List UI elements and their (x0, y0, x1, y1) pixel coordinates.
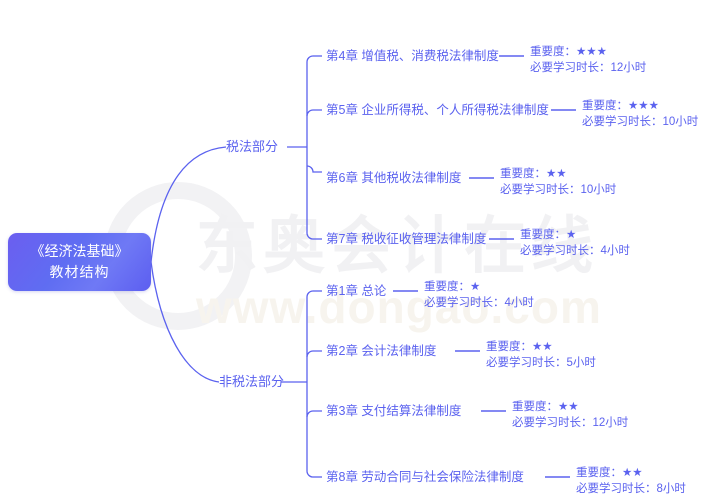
duration-value-ch1: 4小时 (504, 297, 534, 309)
importance-row-ch5: 重要度：★★★ (582, 98, 698, 114)
importance-stars-ch6: ★★ (546, 168, 567, 180)
detail-block-ch8: 重要度：★★ 必要学习时长：8小时 (576, 465, 686, 497)
duration-value-ch5: 10小时 (662, 116, 699, 128)
edge-root-to-nontax (150, 261, 220, 383)
duration-value-ch3: 12小时 (592, 417, 629, 429)
edge-nontax-child-2 (306, 350, 322, 358)
detail-block-ch3: 重要度：★★ 必要学习时长：12小时 (512, 399, 628, 431)
duration-value-ch7: 4小时 (600, 245, 630, 257)
duration-label-ch1: 必要学习时长： (424, 297, 505, 309)
detail-block-ch4: 重要度：★★★ 必要学习时长：12小时 (530, 44, 646, 76)
importance-row-ch4: 重要度：★★★ (530, 44, 646, 60)
duration-label-ch5: 必要学习时长： (582, 116, 663, 128)
duration-label-ch8: 必要学习时长： (576, 483, 657, 495)
importance-stars-ch5: ★★★ (628, 100, 659, 112)
importance-stars-ch1: ★ (470, 281, 481, 293)
duration-label-ch6: 必要学习时长： (500, 184, 581, 196)
edge-nontax-spine-bottom-corner (306, 470, 314, 478)
importance-label-ch7: 重要度： (520, 229, 566, 241)
duration-row-ch2: 必要学习时长：5小时 (486, 355, 596, 371)
edge-tax-child-2 (306, 109, 322, 117)
chapter-label-ch2[interactable]: 第2章 会计法律制度 (326, 344, 437, 358)
duration-row-ch7: 必要学习时长：4小时 (520, 243, 630, 259)
duration-value-ch4: 12小时 (610, 62, 647, 74)
importance-label-ch2: 重要度： (486, 341, 532, 353)
detail-block-ch5: 重要度：★★★ 必要学习时长：10小时 (582, 98, 698, 130)
duration-label-ch3: 必要学习时长： (512, 417, 593, 429)
importance-row-ch1: 重要度：★ (424, 279, 534, 295)
importance-stars-ch4: ★★★ (576, 46, 607, 58)
importance-label-ch4: 重要度： (530, 46, 576, 58)
edge-tax-spine-top-corner (306, 55, 314, 63)
chapter-label-ch8[interactable]: 第8章 劳动合同与社会保险法律制度 (326, 470, 524, 484)
importance-stars-ch2: ★★ (532, 341, 553, 353)
chapter-label-ch5[interactable]: 第5章 企业所得税、个人所得税法律制度 (326, 103, 549, 117)
importance-label-ch6: 重要度： (500, 168, 546, 180)
chapter-label-ch7[interactable]: 第7章 税收征收管理法律制度 (326, 232, 487, 246)
importance-label-ch1: 重要度： (424, 281, 470, 293)
edge-nontax-child-3 (306, 410, 322, 418)
importance-row-ch2: 重要度：★★ (486, 339, 596, 355)
importance-row-ch7: 重要度：★ (520, 227, 630, 243)
importance-label-ch3: 重要度： (512, 401, 558, 413)
edge-root-to-tax (150, 146, 227, 263)
importance-row-ch3: 重要度：★★ (512, 399, 628, 415)
importance-label-ch8: 重要度： (576, 467, 622, 479)
chapter-label-ch4[interactable]: 第4章 增值税、消费税法律制度 (326, 49, 499, 63)
duration-row-ch1: 必要学习时长：4小时 (424, 295, 534, 311)
duration-label-ch7: 必要学习时长： (520, 245, 601, 257)
chapter-label-ch6[interactable]: 第6章 其他税收法律制度 (326, 171, 462, 185)
importance-row-ch8: 重要度：★★ (576, 465, 686, 481)
importance-stars-ch8: ★★ (622, 467, 643, 479)
duration-label-ch4: 必要学习时长： (530, 62, 611, 74)
chapter-label-ch1[interactable]: 第1章 总论 (326, 284, 387, 298)
duration-row-ch4: 必要学习时长：12小时 (530, 60, 646, 76)
duration-row-ch6: 必要学习时长：10小时 (500, 182, 616, 198)
branch-label-tax[interactable]: 税法部分 (226, 139, 279, 154)
root-node[interactable]: 《经济法基础》 教材结构 (8, 233, 151, 291)
importance-stars-ch3: ★★ (558, 401, 579, 413)
duration-row-ch3: 必要学习时长：12小时 (512, 415, 628, 431)
chapter-label-ch3[interactable]: 第3章 支付结算法律制度 (326, 404, 462, 418)
importance-stars-ch7: ★ (566, 229, 577, 241)
importance-label-ch5: 重要度： (582, 100, 628, 112)
duration-value-ch2: 5小时 (566, 357, 596, 369)
duration-row-ch5: 必要学习时长：10小时 (582, 114, 698, 130)
duration-label-ch2: 必要学习时长： (486, 357, 567, 369)
duration-row-ch8: 必要学习时长：8小时 (576, 481, 686, 497)
root-node-title-line2: 教材结构 (49, 264, 110, 280)
detail-block-ch6: 重要度：★★ 必要学习时长：10小时 (500, 166, 616, 198)
edge-nontax-spine-top-corner (306, 290, 314, 298)
duration-value-ch8: 8小时 (656, 483, 686, 495)
edge-tax-child-3 (306, 165, 322, 173)
importance-row-ch6: 重要度：★★ (500, 166, 616, 182)
detail-block-ch2: 重要度：★★ 必要学习时长：5小时 (486, 339, 596, 371)
root-node-title-line1: 《经济法基础》 (30, 243, 129, 259)
duration-value-ch6: 10小时 (580, 184, 617, 196)
edge-tax-spine-bottom-corner (306, 232, 314, 240)
branch-label-nontax[interactable]: 非税法部分 (219, 374, 285, 389)
detail-block-ch7: 重要度：★ 必要学习时长：4小时 (520, 227, 630, 259)
detail-block-ch1: 重要度：★ 必要学习时长：4小时 (424, 279, 534, 311)
